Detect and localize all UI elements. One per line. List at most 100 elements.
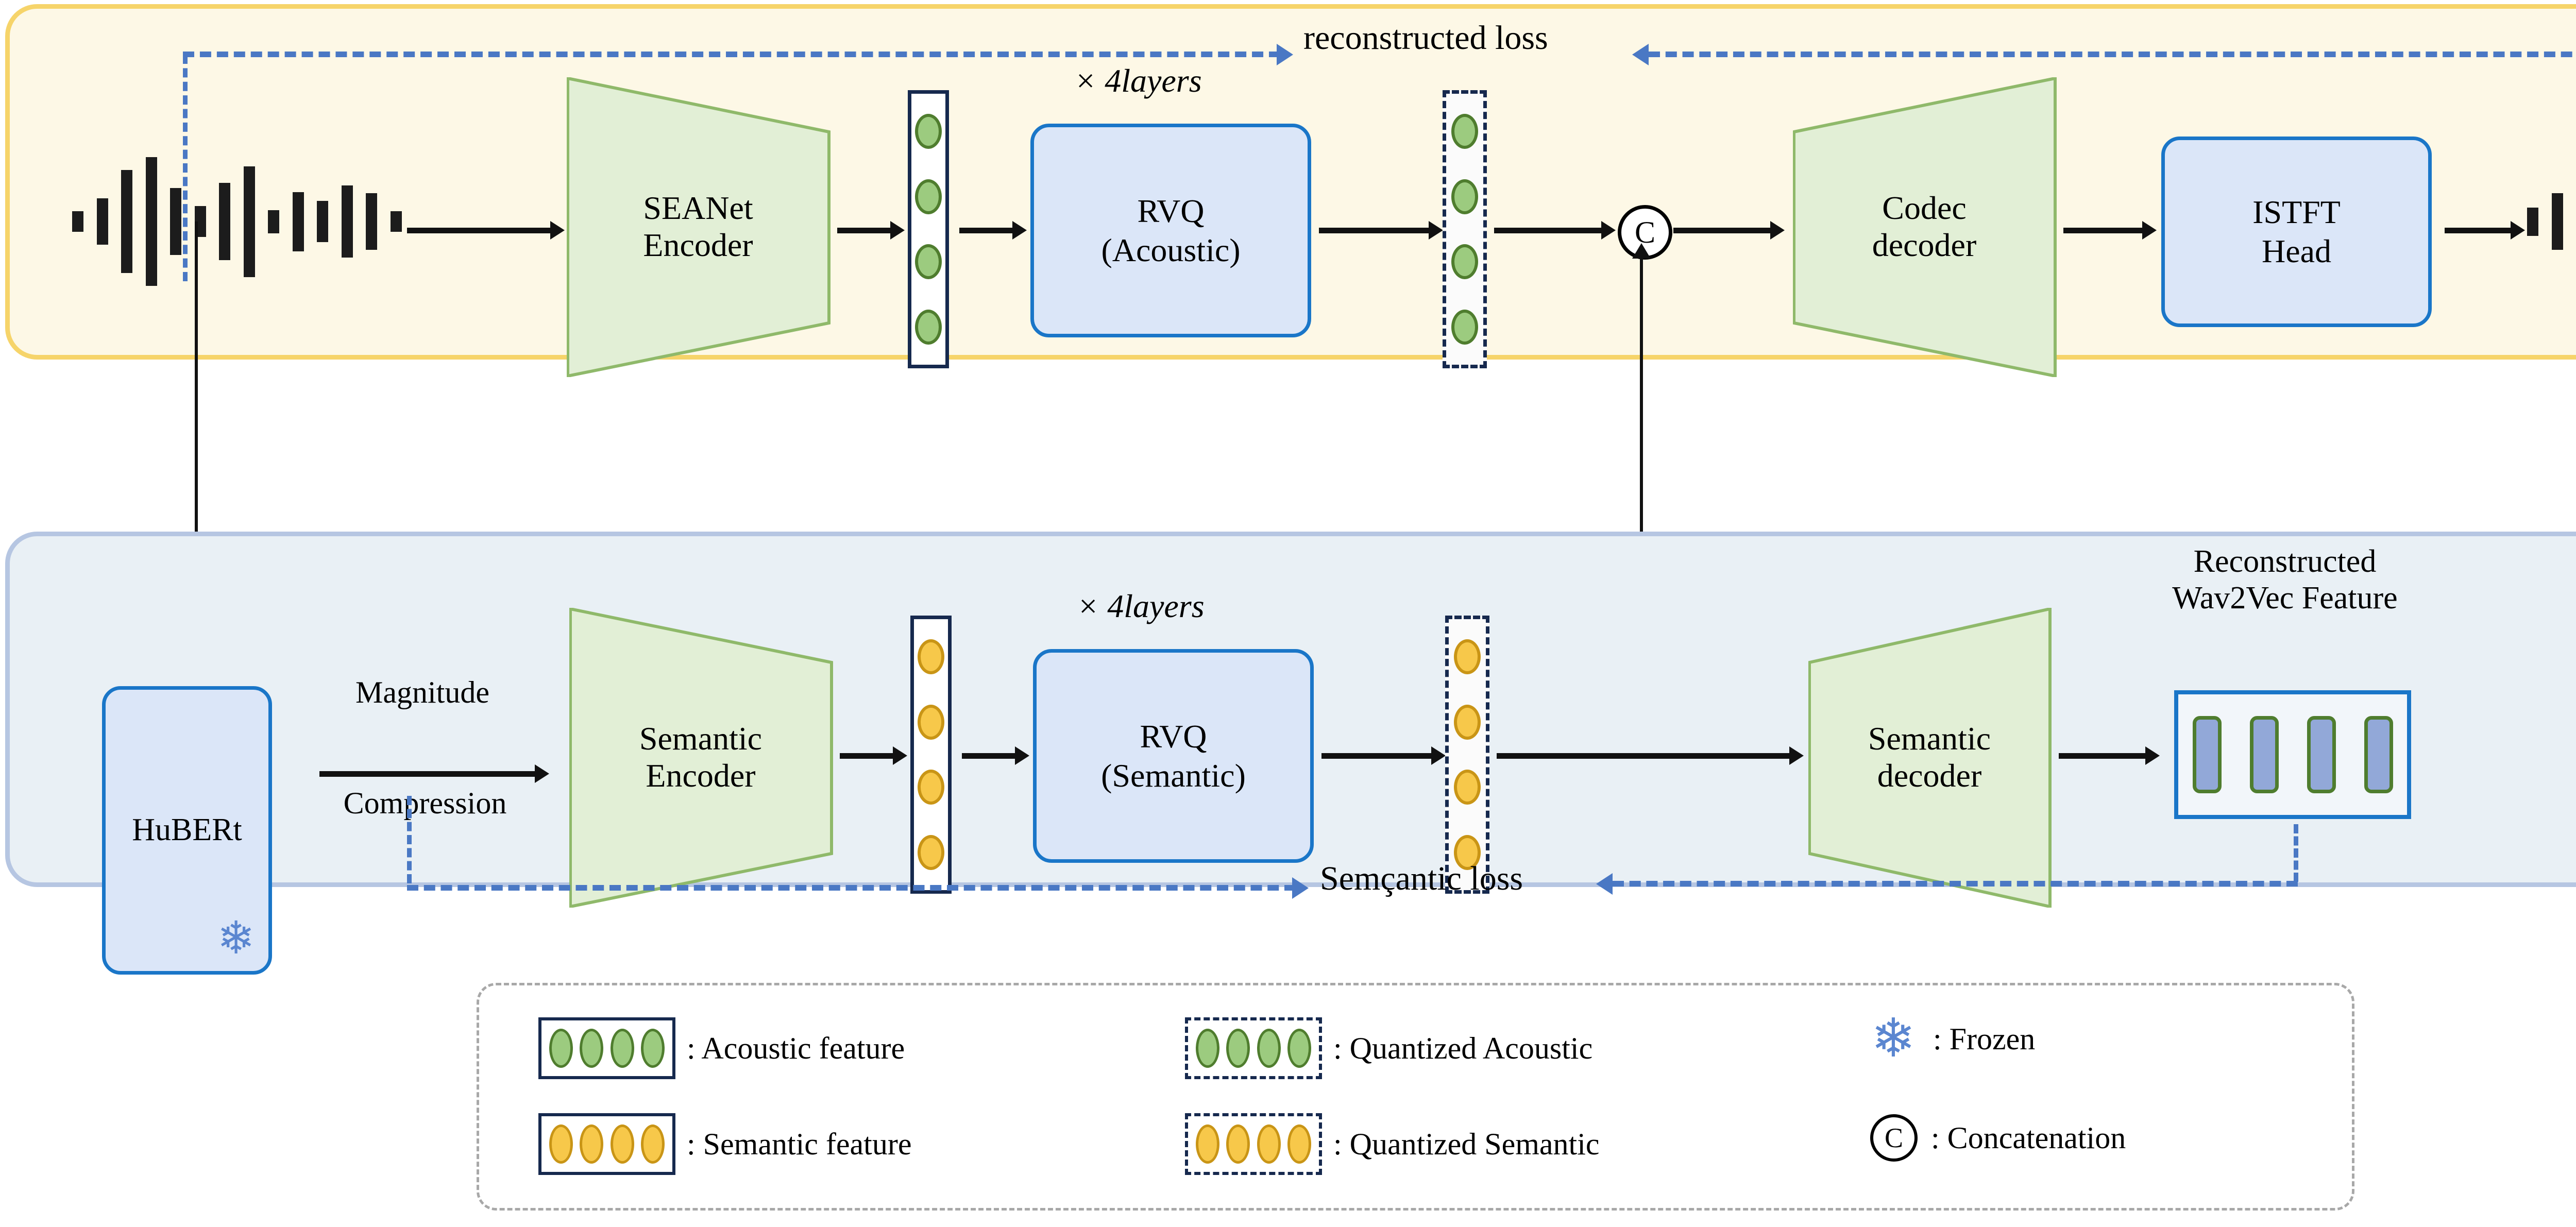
arrow-concat-to-decoder <box>1673 221 1785 240</box>
quantized-acoustic-token <box>1451 179 1478 214</box>
arrow-decoder-to-wav2vec <box>2059 746 2160 765</box>
legend-swatch-quantized-semantic <box>1185 1113 1322 1175</box>
waveform-bar <box>341 185 353 258</box>
semantic-loss-label: Semçantic loss <box>1320 860 1523 897</box>
legend-concat-symbol: C <box>1884 1122 1904 1153</box>
istft-head-label: ISTFT Head <box>2252 194 2341 269</box>
semantic-decoder-module[interactable]: Semantic decoder <box>1808 608 2050 907</box>
reconstructed-loss-line-left-horizontal <box>183 52 1280 57</box>
legend-box: : Acoustic feature : Quantized Acoustic … <box>477 983 2354 1211</box>
wav2vec-feature-title: Reconstructed Wav2Vec Feature <box>2172 544 2398 616</box>
legend-item-frozen: ❄ : Frozen <box>1865 1012 2035 1066</box>
istft-head-module[interactable]: ISTFT Head <box>2161 137 2432 327</box>
legend-item-acoustic-feature: : Acoustic feature <box>538 1017 905 1079</box>
semantic-encoder-outline <box>569 608 833 908</box>
semantic-feature-token <box>918 834 944 870</box>
arrow-quantized-to-concat <box>1494 221 1616 240</box>
concat-vertical-connector <box>1640 258 1643 713</box>
semantic-encoder-module[interactable]: Semantic Encoder <box>569 608 832 907</box>
arrow-input-to-encoder <box>407 221 565 240</box>
wav2vec-feature-bar <box>2307 716 2336 793</box>
waveform-bar <box>145 157 157 286</box>
codec-decoder-module[interactable]: Codec decoder <box>1793 77 2056 376</box>
wav2vec-feature-bar <box>2364 716 2393 793</box>
hubert-label: HuBERt <box>132 812 242 848</box>
wav2vec-feature-bar <box>2249 716 2279 793</box>
semantic-feature-token <box>918 770 944 805</box>
semantic-decoder-outline <box>1808 608 2052 908</box>
semantic-feature-token <box>918 704 944 740</box>
arrow-hubert-to-semantic-encoder <box>319 764 549 783</box>
legend-item-semantic-feature: : Semantic feature <box>538 1113 911 1175</box>
legend-label-quantized-acoustic: : Quantized Acoustic <box>1333 1031 1593 1065</box>
acoustic-feature-token <box>915 309 942 345</box>
waveform-bar <box>2551 193 2563 250</box>
semantic-feature-column <box>910 616 952 894</box>
legend-label-quantized-semantic: : Quantized Semantic <box>1333 1127 1600 1161</box>
output-waveform <box>2527 139 2576 304</box>
input-waveform <box>72 139 402 304</box>
arrow-head-to-output <box>2445 221 2525 240</box>
legend-swatch-acoustic-feature <box>538 1017 675 1079</box>
arrow-quantized-semantic-to-decoder <box>1497 746 1804 765</box>
semantic-repeat-label: × 4layers <box>1077 588 1205 624</box>
quantized-acoustic-token <box>1451 114 1478 149</box>
legend-item-concatenation: C : Concatenation <box>1865 1114 2126 1162</box>
legend-label-acoustic-feature: : Acoustic feature <box>687 1031 905 1065</box>
snowflake-icon: ❄ <box>217 914 255 964</box>
wav2vec-feature-bar <box>2192 716 2222 793</box>
legend-swatch-concat-circle: C <box>1870 1114 1918 1162</box>
legend-swatch-quantized-acoustic <box>1185 1017 1322 1079</box>
reconstructed-loss-line-left-vertical <box>183 55 188 281</box>
quantized-semantic-token <box>1454 704 1481 740</box>
concat-vertical-arrowhead <box>1632 243 1651 259</box>
reconstructed-loss-arrow-left <box>1277 44 1293 65</box>
legend-item-quantized-semantic: : Quantized Semantic <box>1185 1113 1600 1175</box>
acoustic-feature-token <box>915 179 942 214</box>
semantic-decoder-label: Semantic decoder <box>1868 720 1991 794</box>
legend-label-concatenation: : Concatenation <box>1931 1120 2126 1155</box>
quantized-acoustic-column <box>1443 90 1487 368</box>
waveform-bar <box>72 211 83 232</box>
acoustic-feature-token <box>915 244 942 280</box>
quantized-semantic-token <box>1454 770 1481 805</box>
rvq-acoustic-label: RVQ (Acoustic) <box>1101 192 1241 268</box>
reconstructed-loss-label: reconstructed loss <box>1303 19 1548 57</box>
reconstructed-loss-arrow-right <box>1632 44 1649 65</box>
magnitude-compression-label-top: Magnitude <box>355 675 489 709</box>
waveform-bar <box>96 198 108 245</box>
waveform-bar <box>292 192 304 251</box>
quantized-acoustic-token <box>1451 244 1478 280</box>
semantic-feature-token <box>918 639 944 675</box>
codec-decoder-label: Codec decoder <box>1872 190 1977 263</box>
magnitude-compression-label-bottom: Compression <box>343 786 507 820</box>
legend-item-quantized-acoustic: : Quantized Acoustic <box>1185 1017 1592 1079</box>
waveform-bar <box>390 211 402 232</box>
rvq-acoustic-module[interactable]: RVQ (Acoustic) <box>1030 124 1311 337</box>
arrow-decoder-to-head <box>2063 221 2157 240</box>
rvq-semantic-label: RVQ (Semantic) <box>1101 718 1246 794</box>
seanet-encoder-module[interactable]: SEANet Encoder <box>567 77 829 376</box>
legend-label-semantic-feature: : Semantic feature <box>687 1127 912 1161</box>
waveform-bar <box>170 188 182 255</box>
arrow-feature-to-rvq <box>959 221 1027 240</box>
waveform-bar <box>219 183 231 260</box>
rvq-semantic-module[interactable]: RVQ (Semantic) <box>1033 649 1314 863</box>
waveform-bar <box>366 193 378 250</box>
acoustic-feature-token <box>915 114 942 149</box>
legend-swatch-semantic-feature <box>538 1113 675 1175</box>
arrow-feature-to-rvq-semantic <box>962 746 1029 765</box>
semantic-loss-line-right-vertical <box>2294 824 2298 882</box>
quantized-semantic-token <box>1454 639 1481 675</box>
waveform-bar <box>243 166 255 277</box>
semantic-encoder-label: Semantic Encoder <box>639 720 762 794</box>
semantic-loss-line-right-horizontal <box>1613 881 2298 887</box>
waveform-bar <box>268 210 280 233</box>
hubert-module[interactable]: HuBERt ❄ <box>102 686 272 975</box>
wav2vec-feature-box <box>2174 690 2411 819</box>
waveform-bar <box>2527 207 2538 236</box>
arrow-rvq-to-quantized-semantic <box>1321 746 1446 765</box>
quantized-semantic-token <box>1454 834 1481 870</box>
legend-label-frozen: : Frozen <box>1933 1021 2036 1056</box>
